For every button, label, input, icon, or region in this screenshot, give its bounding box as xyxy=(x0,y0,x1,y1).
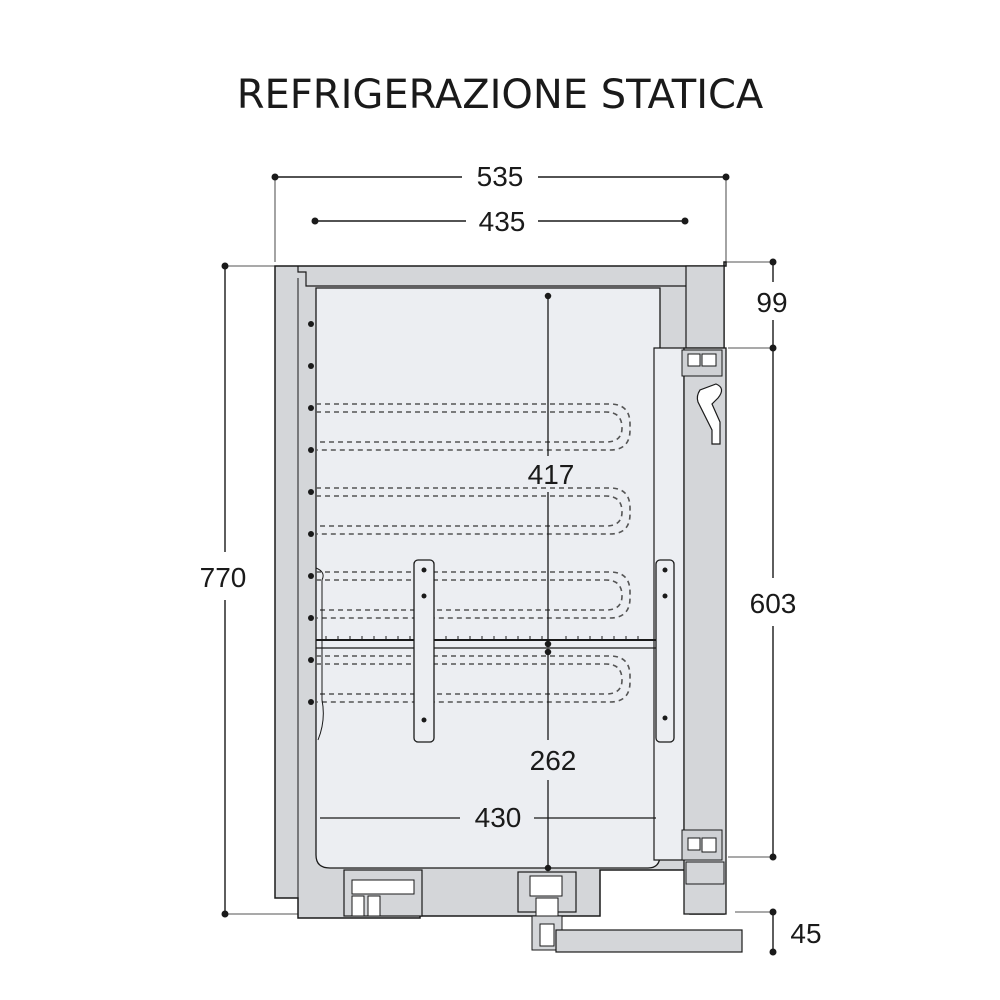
label-overall-height: 770 xyxy=(200,562,247,593)
dimension-603 xyxy=(728,347,777,861)
dimension-435 xyxy=(311,217,689,225)
diagram-title: REFRIGERAZIONE STATICA xyxy=(236,72,764,118)
bottom-hinge xyxy=(681,829,725,885)
label-interior-upper: 417 xyxy=(528,459,575,490)
dimension-45 xyxy=(735,908,777,956)
label-base-height: 45 xyxy=(790,918,821,949)
wire-shelf xyxy=(316,636,660,649)
shelf-support-holes xyxy=(308,321,314,705)
label-door-height: 603 xyxy=(750,588,797,619)
dimension-417 xyxy=(544,292,552,648)
label-overall-width: 535 xyxy=(477,161,524,192)
label-top-offset: 99 xyxy=(756,287,787,318)
shelf-bracket-left xyxy=(413,559,435,743)
shelf-bracket-right xyxy=(655,559,675,743)
label-inner-width: 435 xyxy=(479,206,526,237)
dimension-770 xyxy=(221,262,298,918)
base-compressor-box xyxy=(343,869,423,917)
dimension-535 xyxy=(271,173,730,262)
dimension-262 xyxy=(544,648,552,872)
cabinet-body xyxy=(274,261,743,953)
label-interior-depth: 430 xyxy=(475,802,522,833)
evaporator-coils xyxy=(316,403,631,703)
drain-tray xyxy=(555,929,743,953)
top-hinge xyxy=(681,349,723,377)
label-interior-lower: 262 xyxy=(530,745,577,776)
drain-assembly xyxy=(517,871,577,951)
